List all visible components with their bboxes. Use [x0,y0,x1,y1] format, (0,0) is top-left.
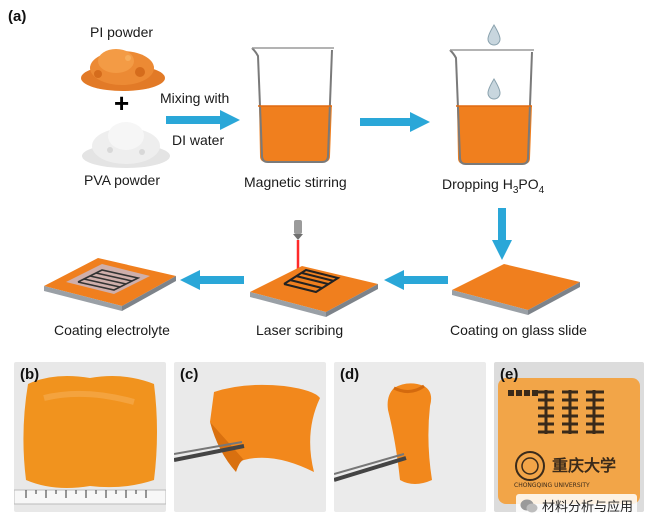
tweezers-icon-d [334,456,407,482]
laser-scribing-label: Laser scribing [256,322,344,338]
watermark-text: 材料分析与应用 [542,500,634,515]
dropping-h3po4-label: Dropping H3PO4 [442,176,544,196]
pva-powder-label: PVA powder [84,172,161,188]
mixing-label-line2: DI water [172,132,225,148]
arrow-mixing [166,110,240,130]
plus-sign: + [114,88,130,118]
wechat-icon [520,499,538,512]
panel-e-letter: (e) [500,366,519,383]
pi-powder-pile [81,49,165,91]
university-name-cn: 重庆大学 [552,456,617,475]
arrow-down-coating [492,208,512,260]
dropping-label-po: PO [518,176,539,192]
ruler [14,489,166,505]
pva-powder-pile [82,122,170,168]
university-seal-icon [515,451,545,481]
glass-slide-coated [452,264,580,315]
photo-d-rolled-film: (d) [334,362,486,512]
photo-e-patterned-film: 重庆大学 CHONGQING UNIVERSITY (e) [494,362,644,512]
dropping-sub-4: 4 [538,184,545,196]
glass-slide-laser [250,220,378,317]
panel-b-letter: (b) [20,366,40,383]
dropping-label-text: Dropping H [442,176,513,192]
photo-c-bent-film: (c) [174,362,326,512]
magnetic-stirring-label: Magnetic stirring [244,174,347,190]
panel-a-letter: (a) [8,8,27,25]
acid-drop-icon [487,24,501,46]
university-name-en: CHONGQING UNIVERSITY [514,482,590,489]
glass-slide-electrolyte [44,258,176,311]
arrow-to-electrolyte [180,270,244,290]
dropping-sub-3: 3 [512,184,519,196]
beaker-dropping [449,49,534,165]
panel-c-letter: (c) [180,366,199,383]
coating-glass-label: Coating on glass slide [450,322,587,338]
tweezers-icon [174,444,245,462]
coating-electrolyte-label: Coating electrolyte [54,322,170,338]
photo-b-flat-film: (b) [14,362,166,512]
laser-head-icon [294,220,302,234]
watermark: 材料分析与应用 [516,494,638,517]
pi-powder-label: PI powder [90,24,154,40]
arrow-to-dropping [360,112,430,132]
beaker-stirring [251,47,334,163]
acid-drop-icon-lower [487,78,501,100]
panel-d-letter: (d) [340,366,360,383]
arrow-to-laser [384,270,448,290]
mixing-label-line1: Mixing with [160,90,230,106]
